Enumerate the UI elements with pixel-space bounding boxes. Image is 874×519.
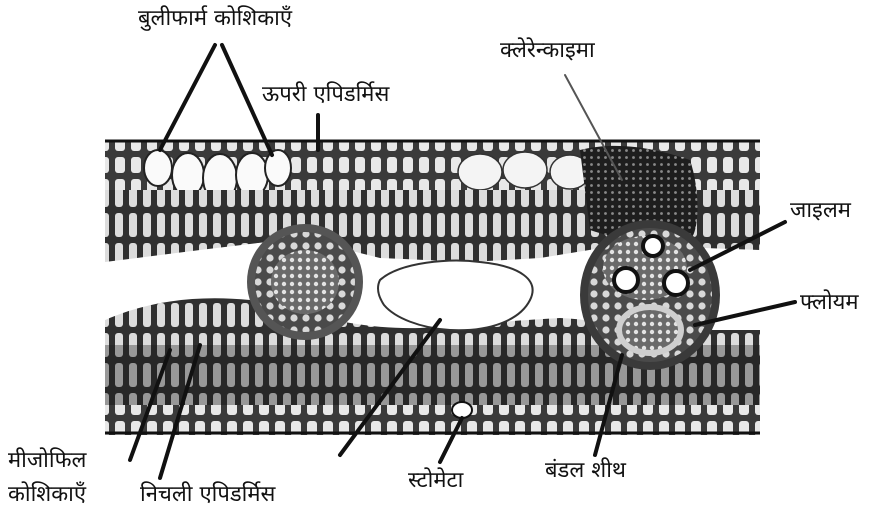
stoma-pore: [452, 402, 472, 418]
label-upper-epidermis: ऊपरी एपिडर्मिस: [262, 82, 389, 107]
label-lower-epidermis: निचली एपिडर्मिस: [140, 482, 275, 507]
label-bundle-sheath: बंडल शीथ: [545, 458, 626, 483]
leader-bulliform-1: [160, 45, 215, 150]
label-mesophyll-line2: कोशिकाएँ: [8, 482, 86, 507]
lower-epidermis-band: [105, 405, 760, 435]
label-mesophyll-line1: मीजोफिल: [8, 448, 86, 473]
vascular-bundle-left: [247, 224, 363, 340]
label-sclerenchyma: क्लेरेन्काइमा: [500, 38, 595, 63]
label-phloem: फ्लोयम: [800, 290, 859, 315]
substomatal-cavity: [378, 261, 533, 331]
label-bulliform-cells: बुलीफार्म कोशिकाएँ: [138, 6, 292, 31]
label-stomata: स्टोमेटा: [408, 468, 463, 493]
label-xylem: जाइलम: [790, 198, 851, 223]
